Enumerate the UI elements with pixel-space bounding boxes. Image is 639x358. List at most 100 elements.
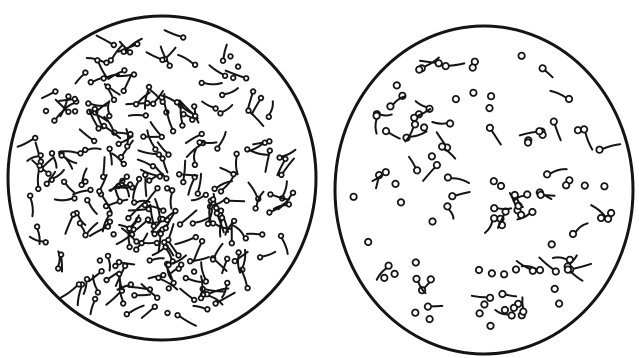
dense-field-organism-head xyxy=(184,276,189,281)
sparse-field-organism xyxy=(470,90,476,96)
dense-field-organism-head xyxy=(147,258,152,263)
dense-field-organism-head xyxy=(117,272,122,277)
dense-field-organism-head xyxy=(83,233,88,238)
dense-field-organism xyxy=(139,241,144,246)
dense-field-organism-head xyxy=(214,206,219,211)
dense-field-organism-head xyxy=(127,226,132,231)
dense-field-organism-head xyxy=(204,193,209,198)
sparse-field-organism-head xyxy=(486,105,492,111)
sparse-field-organism-head xyxy=(421,124,427,130)
dense-field-organism-head xyxy=(211,221,216,226)
sparse-field-organism xyxy=(563,182,569,188)
sparse-field-organism-head xyxy=(520,308,526,314)
dense-field-organism-head xyxy=(118,199,123,204)
sparse-field-organism xyxy=(429,153,435,159)
dense-field-organism-head xyxy=(107,114,112,119)
sparse-field-organism xyxy=(381,275,387,281)
sparse-field-organism-head xyxy=(565,266,571,272)
dense-field-organism-head xyxy=(211,257,216,262)
sparse-field-organism-head xyxy=(383,169,389,175)
dense-field-organism-head xyxy=(167,63,172,68)
dense-field-organism-head xyxy=(213,301,218,306)
dense-field-organism-head xyxy=(106,254,111,259)
dense-field-organism-head xyxy=(224,198,229,203)
dense-field-organism-head xyxy=(96,126,101,131)
dense-field-organism-head xyxy=(223,74,228,79)
dense-field-organism-head xyxy=(111,232,116,237)
sparse-field-organism xyxy=(412,310,418,316)
dense-field-organism-tail xyxy=(145,177,146,196)
sparse-field-organism-head xyxy=(414,167,420,173)
dense-field-organism-head xyxy=(83,70,88,75)
dense-field-organism-head xyxy=(204,279,209,284)
dense-field-organism-head xyxy=(215,146,220,151)
sparse-field-organism-head xyxy=(449,193,455,199)
dense-field-organism-head xyxy=(231,76,236,81)
dense-field-organism-head xyxy=(244,76,249,81)
dense-field-organism-head xyxy=(192,298,197,303)
dense-field-organism-head xyxy=(86,101,91,106)
dense-field-organism-head xyxy=(170,188,175,193)
dense-field-organism-head xyxy=(181,35,186,40)
dense-field-organism-head xyxy=(228,54,233,59)
dense-field-organism-head xyxy=(97,189,102,194)
dense-field-organism xyxy=(167,286,172,291)
dense-field-organism-head xyxy=(167,286,172,291)
sparse-field-organism-tail xyxy=(544,195,555,196)
dense-field-organism-head xyxy=(279,234,284,239)
dense-field-organism-head xyxy=(45,182,50,187)
sparse-field-organism xyxy=(398,199,404,205)
dense-field-organism-head xyxy=(59,252,64,257)
sparse-field-organism-head xyxy=(429,153,435,159)
sparse-field-organism xyxy=(429,218,435,224)
dense-field-organism-head xyxy=(234,152,239,157)
dense-field-organism-tail xyxy=(182,175,198,176)
sparse-field-organism xyxy=(392,181,398,187)
sparse-field-organism xyxy=(489,270,495,276)
sparse-field-organism-tail xyxy=(497,208,511,209)
dense-field-organism-head xyxy=(188,259,193,264)
sparse-field-organism xyxy=(470,64,476,70)
dense-field-organism xyxy=(176,266,181,271)
dense-field-organism-head xyxy=(279,173,284,178)
sparse-field-organism xyxy=(518,212,524,218)
sparse-field-organism-tail xyxy=(522,297,523,308)
dense-field-organism-head xyxy=(122,162,127,167)
dense-field-organism-head xyxy=(62,180,67,185)
sparse-field-organism-head xyxy=(443,63,449,69)
dense-field-organism xyxy=(165,186,170,191)
dense-field-organism-head xyxy=(92,139,97,144)
sparse-field-organism xyxy=(350,194,356,200)
sparse-field-organism xyxy=(502,307,508,313)
dense-field-organism-head xyxy=(108,219,113,224)
dense-field-organism-head xyxy=(160,156,165,161)
sparse-field-organism-head xyxy=(501,271,507,277)
sparse-field-organism xyxy=(413,259,419,265)
sparse-field-organism-tail xyxy=(431,306,442,307)
sparse-field-organism-head xyxy=(488,93,494,99)
sparse-field-organism-head xyxy=(387,103,393,109)
sparse-field-organism-head xyxy=(394,82,400,88)
sparse-field-organism xyxy=(518,53,524,59)
sparse-field-organism xyxy=(391,271,397,277)
sparse-field-organism-head xyxy=(570,231,576,237)
dense-field-organism-head xyxy=(37,163,42,168)
dense-field-organism-head xyxy=(83,148,88,153)
dense-field-organism-head xyxy=(158,232,163,237)
dense-field-organism-head xyxy=(211,197,216,202)
dense-field-organism-head xyxy=(193,114,198,119)
dense-field-organism-tail xyxy=(229,201,244,202)
dense-field-organism xyxy=(228,54,233,59)
dense-field-organism-head xyxy=(220,216,225,221)
sparse-field-panel xyxy=(335,26,633,354)
dense-field-organism-head xyxy=(161,208,166,213)
sparse-field-organism-head xyxy=(436,60,442,66)
sparse-field-organism-head xyxy=(383,128,389,134)
sparse-field-organism-head xyxy=(491,178,497,184)
dense-field-organism-head xyxy=(236,64,241,69)
dense-field-organism-head xyxy=(137,177,142,182)
sparse-field-organism xyxy=(426,316,432,322)
dense-field-organism-head xyxy=(225,281,230,286)
dense-field-organism xyxy=(73,109,78,114)
sparse-field-organism-head xyxy=(413,259,419,265)
